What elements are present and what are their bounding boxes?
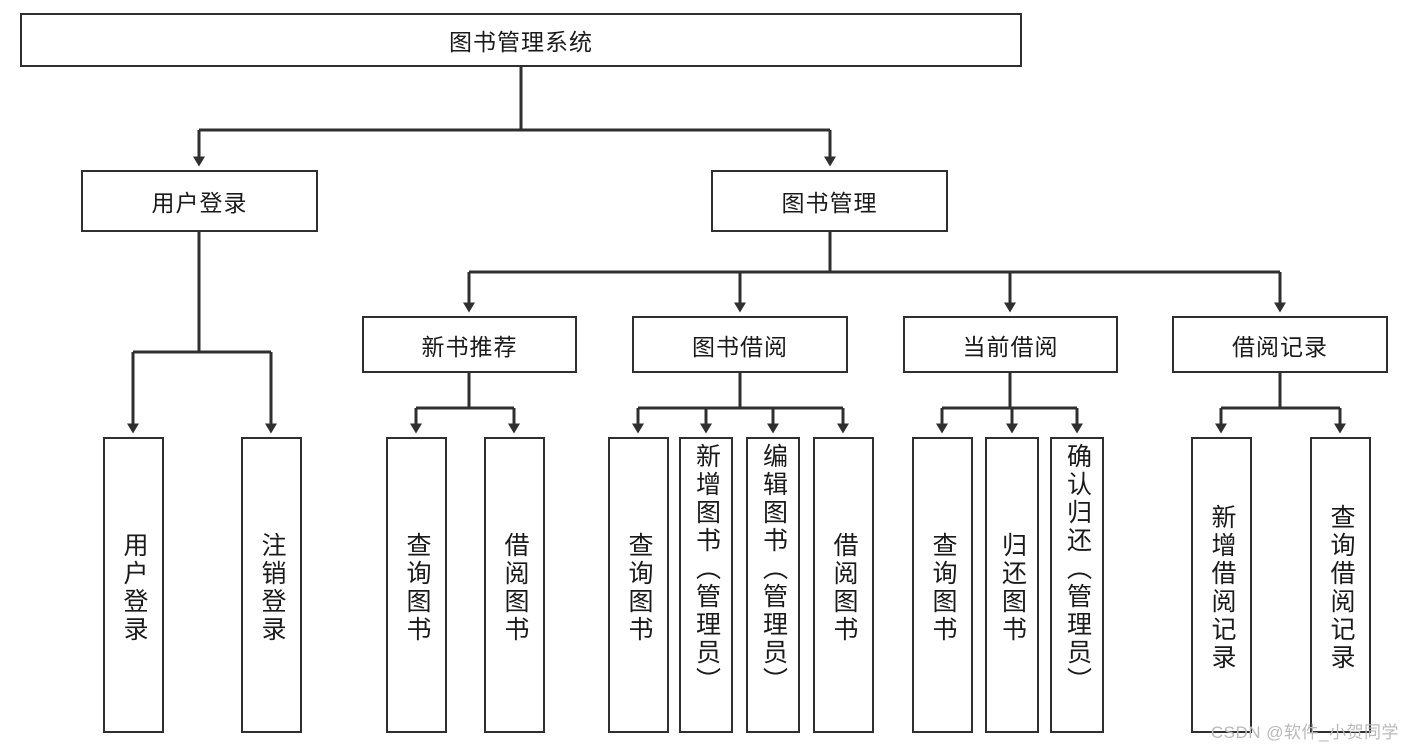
node-leaf-borrow-book-1[interactable]: 借阅图书 — [484, 437, 545, 733]
node-leaf-query-book-3[interactable]: 查询图书 — [912, 437, 973, 733]
node-leaf-logout[interactable]: 注销登录 — [241, 437, 302, 733]
node-leaf-edit-book[interactable]: 编辑图书（管理员） — [746, 437, 800, 733]
node-leaf-borrow-book-2[interactable]: 借阅图书 — [813, 437, 874, 733]
node-leaf-user-login[interactable]: 用户登录 — [103, 437, 164, 733]
node-borrow-record[interactable]: 借阅记录 — [1172, 316, 1388, 373]
node-leaf-query-book-1[interactable]: 查询图书 — [386, 437, 447, 733]
node-leaf-query-record[interactable]: 查询借阅记录 — [1310, 437, 1371, 733]
node-leaf-return-book[interactable]: 归还图书 — [985, 437, 1039, 733]
node-leaf-add-record[interactable]: 新增借阅记录 — [1191, 437, 1252, 733]
node-current-borrow[interactable]: 当前借阅 — [903, 316, 1118, 373]
watermark: CSDN @软件_小贺同学 — [1210, 723, 1399, 742]
node-new-book-recommend[interactable]: 新书推荐 — [362, 316, 577, 373]
node-user-login[interactable]: 用户登录 — [81, 170, 318, 232]
node-book-borrow[interactable]: 图书借阅 — [632, 316, 848, 373]
node-leaf-add-book[interactable]: 新增图书（管理员） — [679, 437, 733, 733]
node-root[interactable]: 图书管理系统 — [20, 13, 1022, 67]
node-book-manage[interactable]: 图书管理 — [711, 170, 948, 232]
node-leaf-confirm-return[interactable]: 确认归还（管理员） — [1050, 437, 1104, 733]
node-leaf-query-book-2[interactable]: 查询图书 — [608, 437, 669, 733]
